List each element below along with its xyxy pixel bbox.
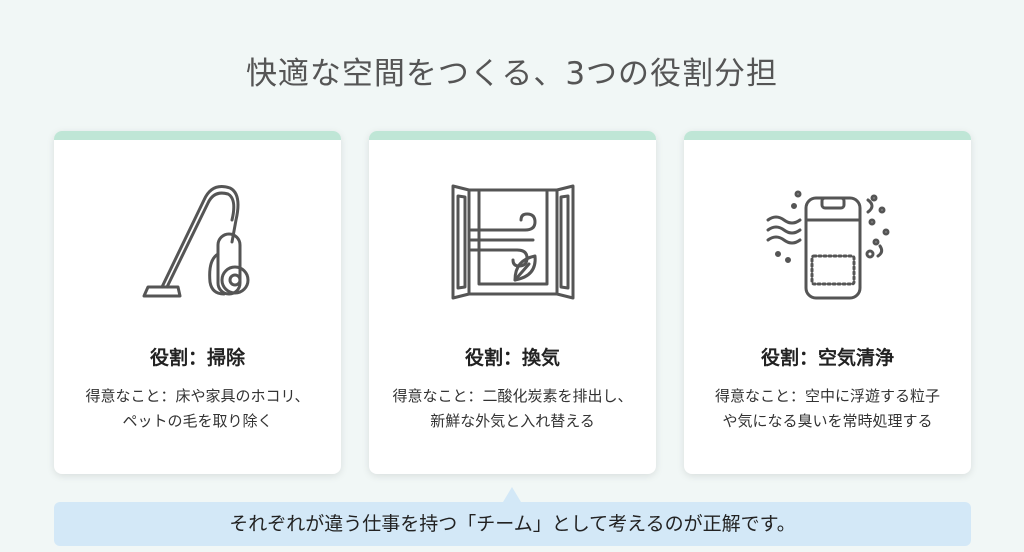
card-description: 得意なこと：空中に浮遊する粒子 や気になる臭いを常時処理する: [696, 384, 959, 434]
role-card-air-purifying: 役割：空気清浄 得意なこと：空中に浮遊する粒子 や気になる臭いを常時処理する: [684, 131, 971, 474]
card-description-line: ペットの毛を取り除く: [122, 412, 273, 430]
air-purifier-icon: [684, 176, 971, 304]
card-accent-bar: [54, 131, 341, 140]
page-title: 快適な空間をつくる、3つの役割分担: [245, 56, 779, 92]
card-description-line: 新鮮な外気と入れ替える: [430, 412, 595, 430]
banner-pointer: [503, 487, 521, 502]
card-accent-bar: [684, 131, 971, 140]
card-accent-bar: [369, 131, 656, 140]
summary-banner: それぞれが違う仕事を持つ「チーム」として考えるのが正解です。: [54, 502, 971, 546]
card-role-label: 役割：空気清浄: [760, 347, 894, 369]
card-description-line: 得意なこと：二酸化炭素を排出し、: [392, 387, 633, 405]
card-description: 得意なこと：床や家具のホコリ、 ペットの毛を取り除く: [66, 384, 329, 434]
card-description-line: や気になる臭いを常時処理する: [722, 412, 933, 430]
card-role-label: 役割：換気: [464, 347, 560, 369]
open-window-ventilation-icon: [369, 176, 656, 304]
card-description: 得意なこと：二酸化炭素を排出し、 新鮮な外気と入れ替える: [381, 384, 644, 434]
vacuum-cleaner-icon: [54, 176, 341, 304]
role-card-cleaning: 役割：掃除 得意なこと：床や家具のホコリ、 ペットの毛を取り除く: [54, 131, 341, 474]
card-description-line: 得意なこと：床や家具のホコリ、: [85, 387, 310, 405]
card-description-line: 得意なこと：空中に浮遊する粒子: [714, 387, 940, 405]
card-role-label: 役割：掃除: [149, 347, 245, 369]
role-card-ventilation: 役割：換気 得意なこと：二酸化炭素を排出し、 新鮮な外気と入れ替える: [369, 131, 656, 474]
